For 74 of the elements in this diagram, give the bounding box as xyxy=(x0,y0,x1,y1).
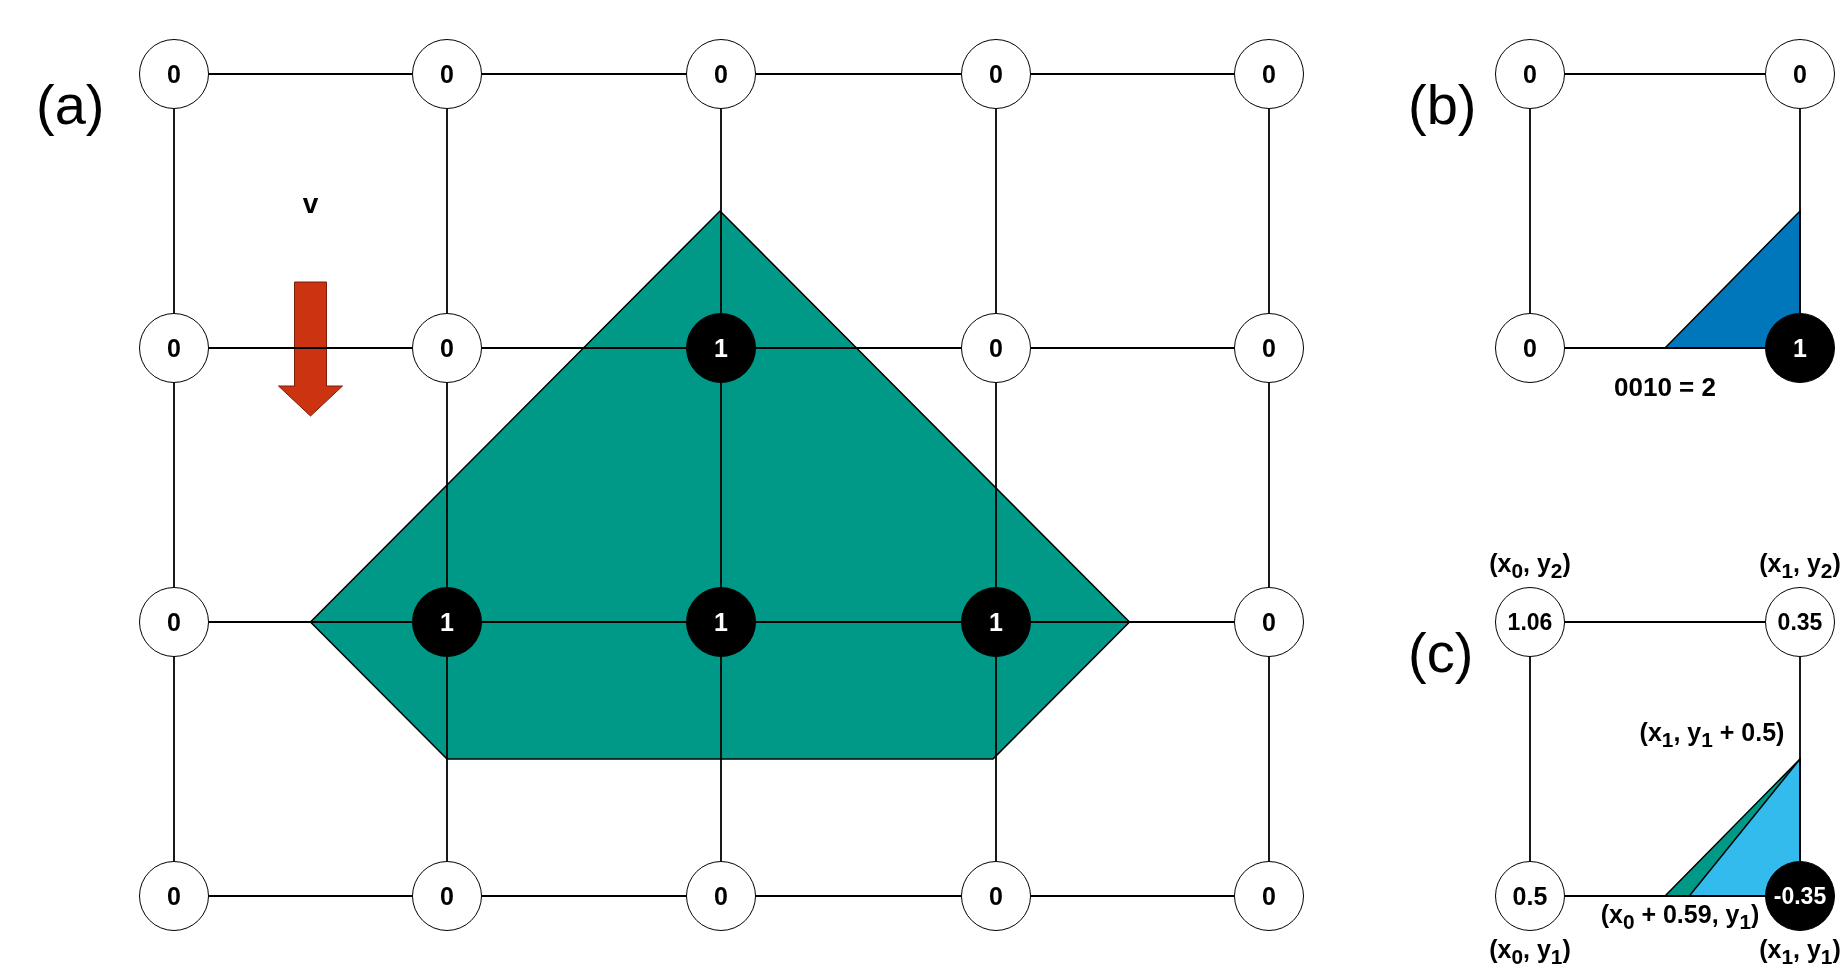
grid-line xyxy=(481,621,687,623)
coordinate-label: (x$_{1}$, y$_{1}$ + 0.5) xyxy=(1639,718,1785,752)
node-circle: 0 xyxy=(412,39,482,109)
grid-line xyxy=(446,108,448,314)
coordinate-label: (x$_{0}$, y$_{1}$) xyxy=(1489,935,1571,969)
grid-line xyxy=(1030,347,1235,349)
grid-line xyxy=(995,382,997,588)
grid-line xyxy=(1268,382,1270,588)
grid-line xyxy=(446,382,448,588)
node-circle: 0 xyxy=(961,861,1031,931)
grid-line xyxy=(1268,108,1270,314)
grid-line xyxy=(1529,108,1531,314)
grid-line xyxy=(208,73,413,75)
coordinate-label: (x$_{0}$ + 0.59, y$_{1}$) xyxy=(1600,900,1760,934)
node-circle: 0 xyxy=(1234,39,1304,109)
filled-node-circle: 1 xyxy=(1765,313,1835,383)
panel-label: (b) xyxy=(1408,72,1477,137)
node-circle: 0 xyxy=(1234,587,1304,657)
grid-line xyxy=(720,656,722,862)
grid-line xyxy=(1564,73,1766,75)
case-index-label: 0010 = 2 xyxy=(1614,372,1716,403)
grid-line xyxy=(1030,621,1235,623)
grid-line xyxy=(1564,895,1766,897)
node-circle: 0 xyxy=(1234,861,1304,931)
node-circle: 0 xyxy=(961,313,1031,383)
node-circle: 0 xyxy=(686,861,756,931)
grid-line xyxy=(481,73,687,75)
coordinate-label: (x$_{0}$, y$_{2}$) xyxy=(1489,549,1571,583)
grid-line xyxy=(481,347,687,349)
node-circle: 0 xyxy=(961,39,1031,109)
grid-line xyxy=(755,73,962,75)
grid-line xyxy=(173,108,175,314)
node-circle: 0 xyxy=(686,39,756,109)
vector-label: v xyxy=(302,188,319,220)
node-circle: 0 xyxy=(139,39,209,109)
grid-line xyxy=(446,656,448,862)
node-circle: 0 xyxy=(1495,313,1565,383)
grid-line xyxy=(208,347,413,349)
node-circle: 0 xyxy=(412,861,482,931)
node-circle: 0 xyxy=(1234,313,1304,383)
grid-line xyxy=(1529,656,1531,862)
grid-line xyxy=(995,108,997,314)
panel-label: (a) xyxy=(36,72,105,137)
grid-line xyxy=(1268,656,1270,862)
grid-line xyxy=(173,382,175,588)
coordinate-label: (x$_{1}$, y$_{1}$) xyxy=(1759,935,1841,969)
grid-line xyxy=(755,895,962,897)
node-circle: 0 xyxy=(139,313,209,383)
grid-line xyxy=(1799,108,1801,314)
grid-line xyxy=(1030,73,1235,75)
grid-line xyxy=(481,895,687,897)
panel-label: (c) xyxy=(1408,620,1474,685)
node-circle: 0 xyxy=(139,587,209,657)
node-circle: 0 xyxy=(412,313,482,383)
node-circle: 0.5 xyxy=(1495,861,1565,931)
grid-line xyxy=(755,621,962,623)
grid-line xyxy=(995,656,997,862)
grid-line xyxy=(173,656,175,862)
grid-line xyxy=(755,347,962,349)
node-circle: 0.35 xyxy=(1765,587,1835,657)
grid-line xyxy=(208,895,413,897)
grid-line xyxy=(720,382,722,588)
grid-line xyxy=(1030,895,1235,897)
grid-line xyxy=(1799,656,1801,862)
grid-line xyxy=(720,108,722,314)
node-circle: 0 xyxy=(139,861,209,931)
node-circle: 0 xyxy=(1765,39,1835,109)
node-circle: 0 xyxy=(1495,39,1565,109)
node-circle: 1.06 xyxy=(1495,587,1565,657)
grid-line xyxy=(1564,347,1766,349)
filled-node-circle: -0.35 xyxy=(1765,861,1835,931)
coordinate-label: (x$_{1}$, y$_{2}$) xyxy=(1759,549,1841,583)
grid-line xyxy=(1564,621,1766,623)
grid-line xyxy=(208,621,413,623)
